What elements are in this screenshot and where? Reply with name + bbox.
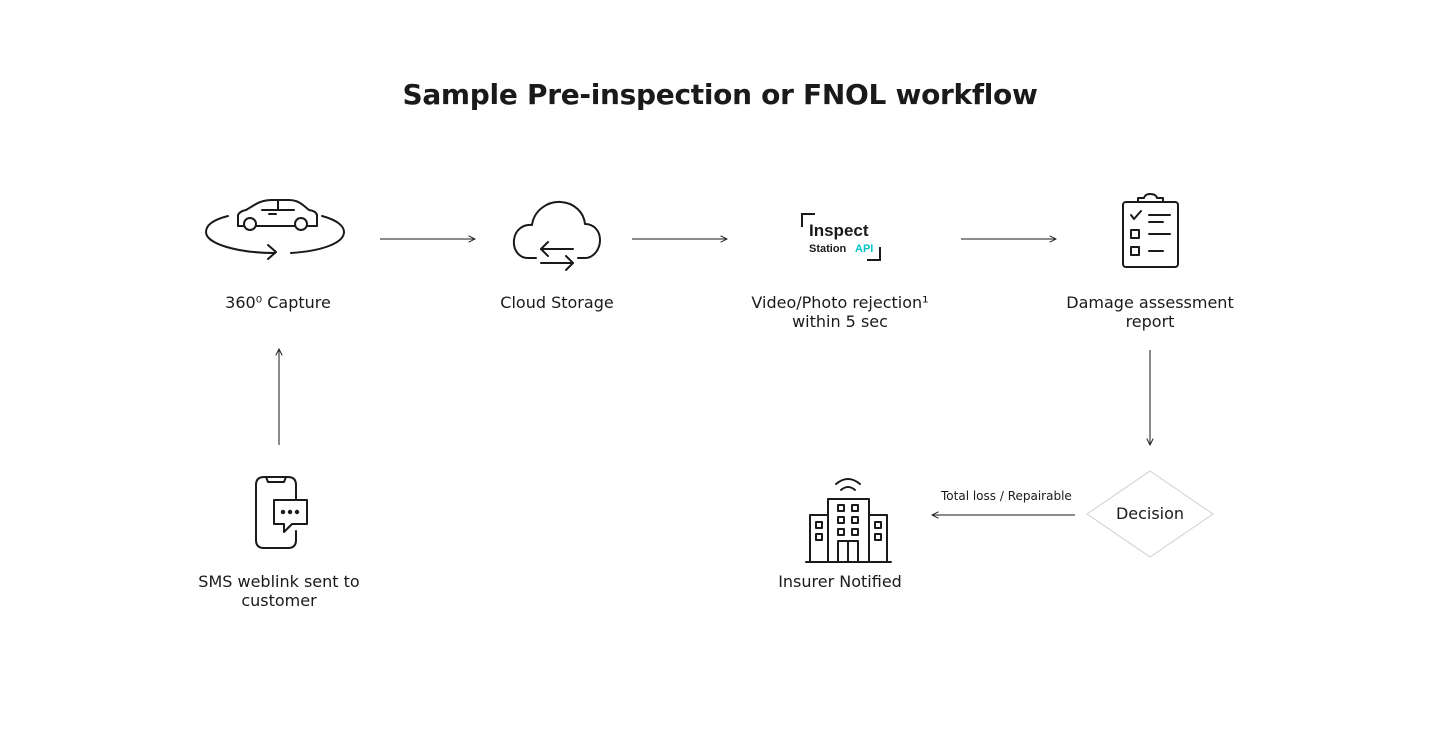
clipboard-checklist-icon <box>1122 193 1179 268</box>
inspect-station-logo: Inspect Station API <box>801 213 881 261</box>
cloud-sync-icon <box>512 200 601 271</box>
car-360-icon <box>205 199 345 260</box>
logo-word-station: Station <box>809 243 847 255</box>
label-sms-line1: SMS weblink sent to <box>198 572 360 591</box>
label-inspect-line2: within 5 sec <box>792 312 888 331</box>
decision-diamond <box>1086 470 1214 558</box>
label-report-line2: report <box>1125 312 1175 331</box>
label-insurer: Insurer Notified <box>778 572 902 591</box>
label-sms: SMS weblink sent to customer <box>169 572 389 610</box>
label-capture: 360⁰ Capture <box>225 293 331 312</box>
label-report-line1: Damage assessment <box>1066 293 1234 312</box>
label-inspect: Video/Photo rejection¹ within 5 sec <box>720 293 960 331</box>
logo-word-api: API <box>855 243 873 255</box>
phone-message-icon <box>255 476 308 549</box>
label-cloud-storage: Cloud Storage <box>500 293 614 312</box>
label-report: Damage assessment report <box>1040 293 1260 331</box>
building-signal-icon <box>805 478 892 563</box>
page-title: Sample Pre-inspection or FNOL workflow <box>402 78 1038 111</box>
label-sms-line2: customer <box>241 591 317 610</box>
label-decision: Decision <box>1115 504 1185 523</box>
logo-word-inspect: Inspect <box>809 221 869 240</box>
edge-label-outcome: Total loss / Repairable <box>941 489 1072 503</box>
label-inspect-line1: Video/Photo rejection¹ <box>751 293 929 312</box>
